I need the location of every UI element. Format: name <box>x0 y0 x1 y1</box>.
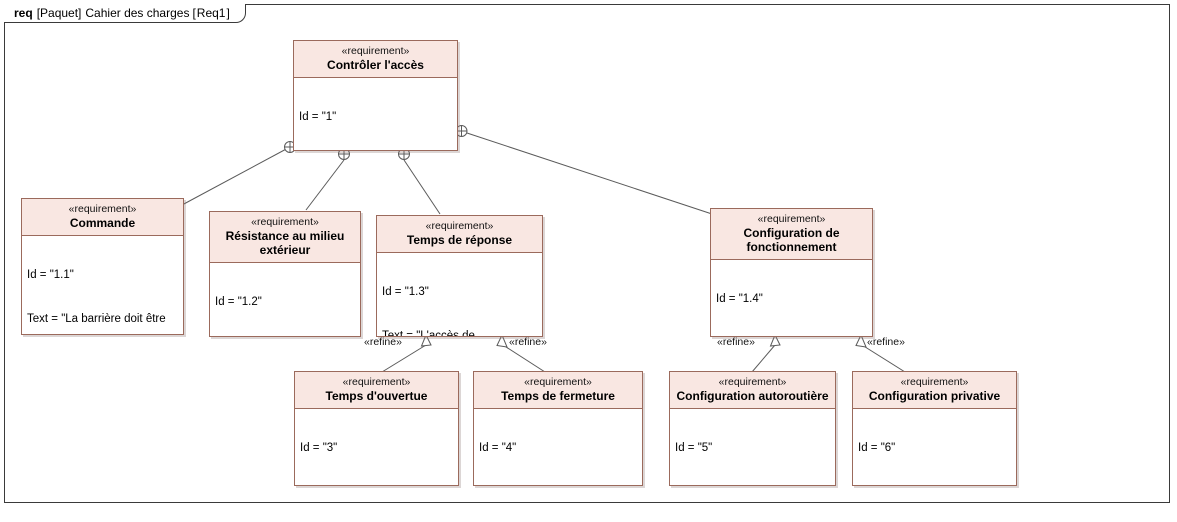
requirement-header: «requirement» Contrôler l'accès <box>294 41 457 78</box>
requirement-header: «requirement» Temps de fermeture <box>474 372 642 409</box>
diagram-package: [Paquet] <box>36 6 82 20</box>
requirement-id: Id = "1.4" <box>716 293 763 305</box>
requirement-id: Id = "4" <box>479 442 517 454</box>
refine-label-config-autoroutiere: «refine» <box>717 336 755 348</box>
requirement-id: Id = "5" <box>675 442 713 454</box>
requirement-box-configuration-autoroutiere[interactable]: «requirement» Configuration autoroutière… <box>669 371 836 486</box>
diagram-frame-header: req [Paquet] Cahier des charges [ Req1 ] <box>4 4 246 23</box>
bracket-open: [ <box>192 6 196 20</box>
requirement-stereotype: «requirement» <box>718 376 787 388</box>
requirement-title: Temps de réponse <box>406 233 513 247</box>
requirement-box-commande[interactable]: «requirement» Commande Id = "1.1" Text =… <box>21 198 184 335</box>
requirement-body: Id = "3" Text = "Temps d'ouvertue: entre… <box>295 409 458 486</box>
requirement-box-configuration-de-fonctionnement[interactable]: «requirement» Configuration de fonctionn… <box>710 208 873 337</box>
requirement-title: Configuration de fonctionnement <box>743 226 840 254</box>
requirement-title: Contrôler l'accès <box>327 58 424 72</box>
refine-label-temps-ouvertue: «refine» <box>364 336 402 348</box>
requirement-id: Id = "1" <box>299 111 337 123</box>
requirement-box-temps-de-fermeture[interactable]: «requirement» Temps de fermeture Id = "4… <box>473 371 643 486</box>
requirement-id: Id = "1.3" <box>382 286 429 298</box>
requirement-body: Id = "1.4" Text = "La barrière peut fonc… <box>711 260 872 337</box>
requirement-body: Id = "6" Text = "En l'absence d'énergie … <box>853 409 1016 486</box>
requirement-stereotype: «requirement» <box>524 376 592 388</box>
diagram-id: Req1 <box>196 6 226 20</box>
requirement-box-configuration-privative[interactable]: «requirement» Configuration privative Id… <box>852 371 1017 486</box>
requirement-header: «requirement» Résistance au milieu extér… <box>210 212 360 263</box>
requirement-box-temps-de-reponse[interactable]: «requirement» Temps de réponse Id = "1.3… <box>376 215 543 337</box>
requirement-header: «requirement» Configuration de fonctionn… <box>711 209 872 260</box>
requirement-body: Id = "1.3" Text = "L'accès de l'automobi… <box>377 253 542 337</box>
requirement-box-resistance-au-milieu-exterieur[interactable]: «requirement» Résistance au milieu extér… <box>209 211 361 337</box>
requirement-id: Id = "3" <box>300 442 338 454</box>
diagram-kind-keyword: req <box>14 6 33 20</box>
diagram-frame <box>4 4 1170 503</box>
refine-label-config-privative: «refine» <box>867 336 905 348</box>
requirement-header: «requirement» Temps d'ouvertue <box>295 372 458 409</box>
requirement-body: Id = "1.1" Text = "La barrière doit être… <box>22 236 183 334</box>
requirement-body: Id = "1.2" Text = "La barrière doit pouv… <box>210 263 360 336</box>
requirement-stereotype: «requirement» <box>68 203 137 215</box>
requirement-text-line: Text = "Temps d'ouvertue: <box>300 485 454 486</box>
bracket-close: ] <box>226 6 230 20</box>
requirement-stereotype: «requirement» <box>341 45 410 57</box>
requirement-title: Configuration autoroutière <box>676 389 829 403</box>
requirement-text-line: Text = "En l'absence <box>858 485 1012 486</box>
requirement-stereotype: «requirement» <box>425 220 494 232</box>
requirement-title: Configuration privative <box>868 389 1001 403</box>
requirement-body: Id = "1" Text = "La barrière doit laisse… <box>294 78 457 150</box>
requirement-id: Id = "6" <box>858 442 896 454</box>
requirement-id: Id = "1.2" <box>215 296 262 308</box>
requirement-stereotype: «requirement» <box>757 213 826 225</box>
requirement-box-temps-d-ouvertue[interactable]: «requirement» Temps d'ouvertue Id = "3" … <box>294 371 459 486</box>
requirement-title: Résistance au milieu extérieur <box>225 229 345 257</box>
requirement-text-line: Text = "En l'absence <box>675 485 831 486</box>
requirement-header: «requirement» Commande <box>22 199 183 236</box>
requirement-body: Id = "4" Text = "Temps de fermeture entr… <box>474 409 642 486</box>
requirement-title: Temps de fermeture <box>501 389 615 403</box>
requirement-stereotype: «requirement» <box>900 376 969 388</box>
requirement-text-line: Text = "La barrière doit être <box>27 312 166 325</box>
requirement-box-controler-l-acces[interactable]: «requirement» Contrôler l'accès Id = "1"… <box>293 40 458 151</box>
requirement-body: Id = "5" Text = "En l'absence d'énergie … <box>670 409 835 486</box>
requirement-id: Id = "1.1" <box>27 269 74 281</box>
requirement-header: «requirement» Configuration autoroutière <box>670 372 835 409</box>
requirement-header: «requirement» Configuration privative <box>853 372 1016 409</box>
requirement-stereotype: «requirement» <box>251 216 319 228</box>
refine-label-temps-fermeture: «refine» <box>509 336 547 348</box>
requirement-title: Commande <box>69 216 136 230</box>
requirement-stereotype: «requirement» <box>342 376 411 388</box>
requirement-text-line: Text = "La barrière peut <box>716 336 868 337</box>
requirement-text-line: Text = "L'accès de <box>382 329 475 337</box>
requirement-title: Temps d'ouvertue <box>325 389 428 403</box>
requirement-header: «requirement» Temps de réponse <box>377 216 542 253</box>
requirement-text-line: Text = "Temps de fermeture <box>479 485 638 486</box>
diagram-name: Cahier des charges <box>85 6 190 20</box>
